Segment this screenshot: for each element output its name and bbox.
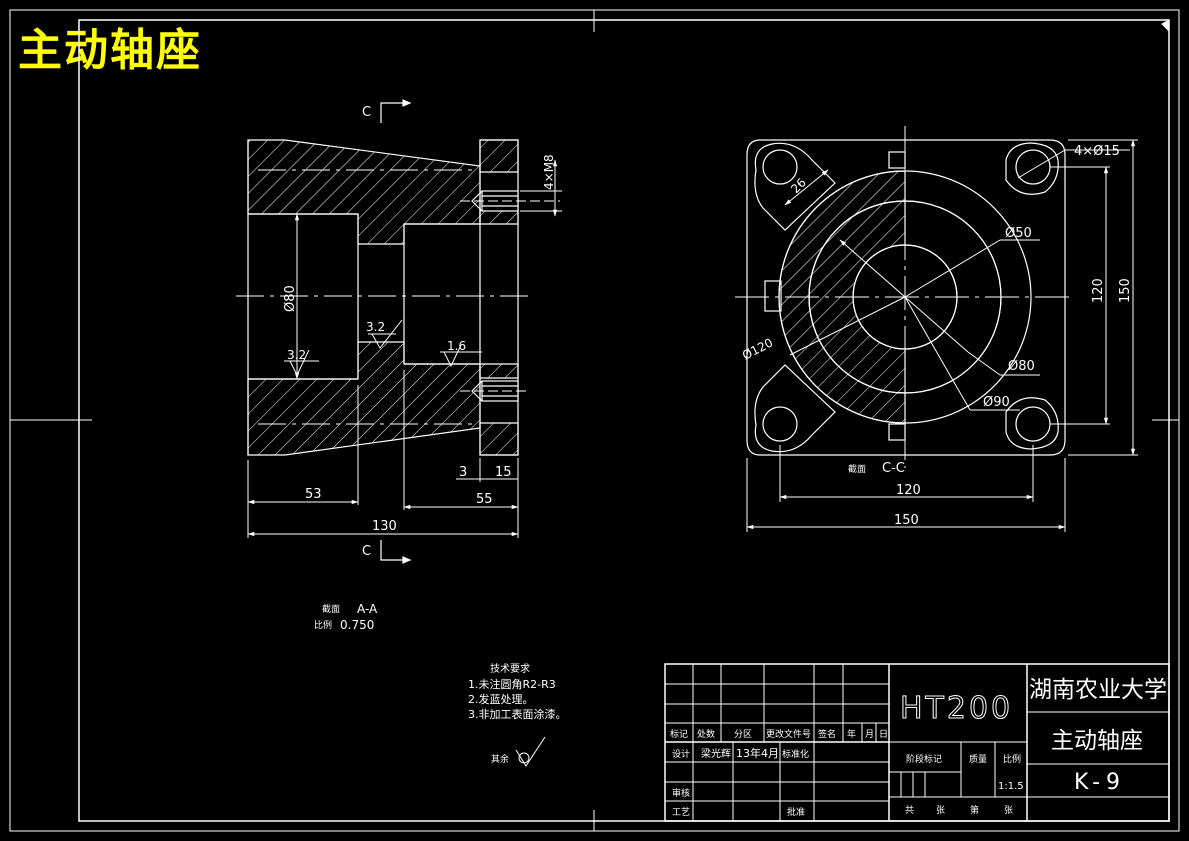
weight-label: 质量 (969, 753, 987, 765)
sheet-label: 张 (936, 805, 945, 816)
rough-left: 3.2 (287, 348, 306, 362)
process-label: 工艺 (672, 807, 690, 818)
dim-w120: 120 (896, 483, 921, 498)
dim-h120: 120 (1091, 278, 1106, 303)
row-label-day: 日 (879, 729, 888, 740)
tech-item-1: 1.未注圆角R2-R3 (468, 677, 556, 691)
title-block (664, 663, 1170, 822)
row-label-sign: 签名 (818, 728, 836, 740)
num-label: 第 (970, 804, 979, 816)
dim-d80: Ø80 (1008, 359, 1035, 374)
section-mark-top: C (362, 105, 371, 120)
dim-d50: Ø50 (1005, 226, 1032, 241)
total-label: 共 (905, 805, 914, 816)
dim-thread: 4×M8 (542, 154, 556, 190)
row-label-year: 年 (847, 728, 856, 740)
row-label-month: 月 (865, 729, 874, 740)
rough-mid: 3.2 (366, 320, 385, 334)
scale-label: 比例 (314, 619, 332, 631)
left-view-labels: C C 4×M8 Ø80 3.2 3.2 1.6 53 55 3 15 130 … (283, 105, 556, 632)
dim-53: 53 (305, 487, 322, 502)
row-label-zone: 分区 (734, 729, 752, 740)
section-label: 截面 (322, 603, 340, 615)
title-block-text: HT200 湖南农业大学 主动轴座 K-9 标记 处数 分区 更改文件号 签名 … (670, 677, 1167, 818)
section-name-c: C-C (882, 461, 905, 476)
check-label: 审核 (672, 787, 690, 799)
design-label: 设计 (672, 748, 690, 760)
rest-label: 其余 (491, 753, 509, 765)
sheet-label-2: 张 (1004, 805, 1013, 816)
material: HT200 (900, 691, 1013, 726)
dim-3: 3 (459, 465, 467, 480)
dim-d90: Ø90 (983, 395, 1010, 410)
tech-heading: 技术要求 (490, 662, 530, 675)
dim-h150: 150 (1118, 278, 1133, 303)
dim-d120c: Ø120 (740, 336, 775, 363)
section-name: A-A (357, 602, 378, 616)
dim-130: 130 (372, 519, 397, 534)
dim-15: 15 (495, 465, 512, 480)
std-label: 标准化 (782, 748, 809, 760)
university: 湖南农业大学 (1029, 677, 1167, 703)
approve-label: 批准 (787, 806, 805, 818)
row-label-mark: 标记 (670, 728, 688, 740)
dim-bore: Ø80 (283, 285, 298, 312)
tech-item-2: 2.发蓝处理。 (468, 692, 534, 706)
section-mark-bottom: C (362, 544, 371, 559)
dim-55: 55 (476, 492, 493, 507)
tech-item-3: 3.非加工表面涂漆。 (468, 707, 567, 721)
scale-tb: 1:1.5 (998, 781, 1024, 792)
tech-requirements: 技术要求 1.未注圆角R2-R3 2.发蓝处理。 3.非加工表面涂漆。 其余 (468, 662, 567, 765)
row-label-doc: 更改文件号 (766, 728, 811, 740)
design-date: 13年4月 (736, 746, 779, 760)
stage-label: 阶段标记 (906, 753, 942, 765)
dim-w150: 150 (894, 513, 919, 528)
drawing-no: K-9 (1074, 770, 1126, 795)
rough-right: 1.6 (447, 339, 466, 353)
left-section-view (236, 99, 562, 564)
scale-label-tb: 比例 (1003, 753, 1021, 765)
designer: 梁光辉 (701, 747, 731, 760)
right-section-view (735, 126, 1138, 532)
section-label-c: 截面 (848, 463, 866, 475)
part-name: 主动轴座 (1051, 728, 1143, 754)
sheet-border (9, 9, 1180, 832)
dim-holes: 4×Ø15 (1074, 144, 1120, 159)
rest-roughness-symbol (515, 736, 546, 767)
dim-r26: 26 (788, 175, 809, 196)
row-label-count: 处数 (697, 728, 715, 740)
drawing-title: 主动轴座 (18, 25, 202, 76)
scale-value: 0.750 (340, 618, 374, 632)
